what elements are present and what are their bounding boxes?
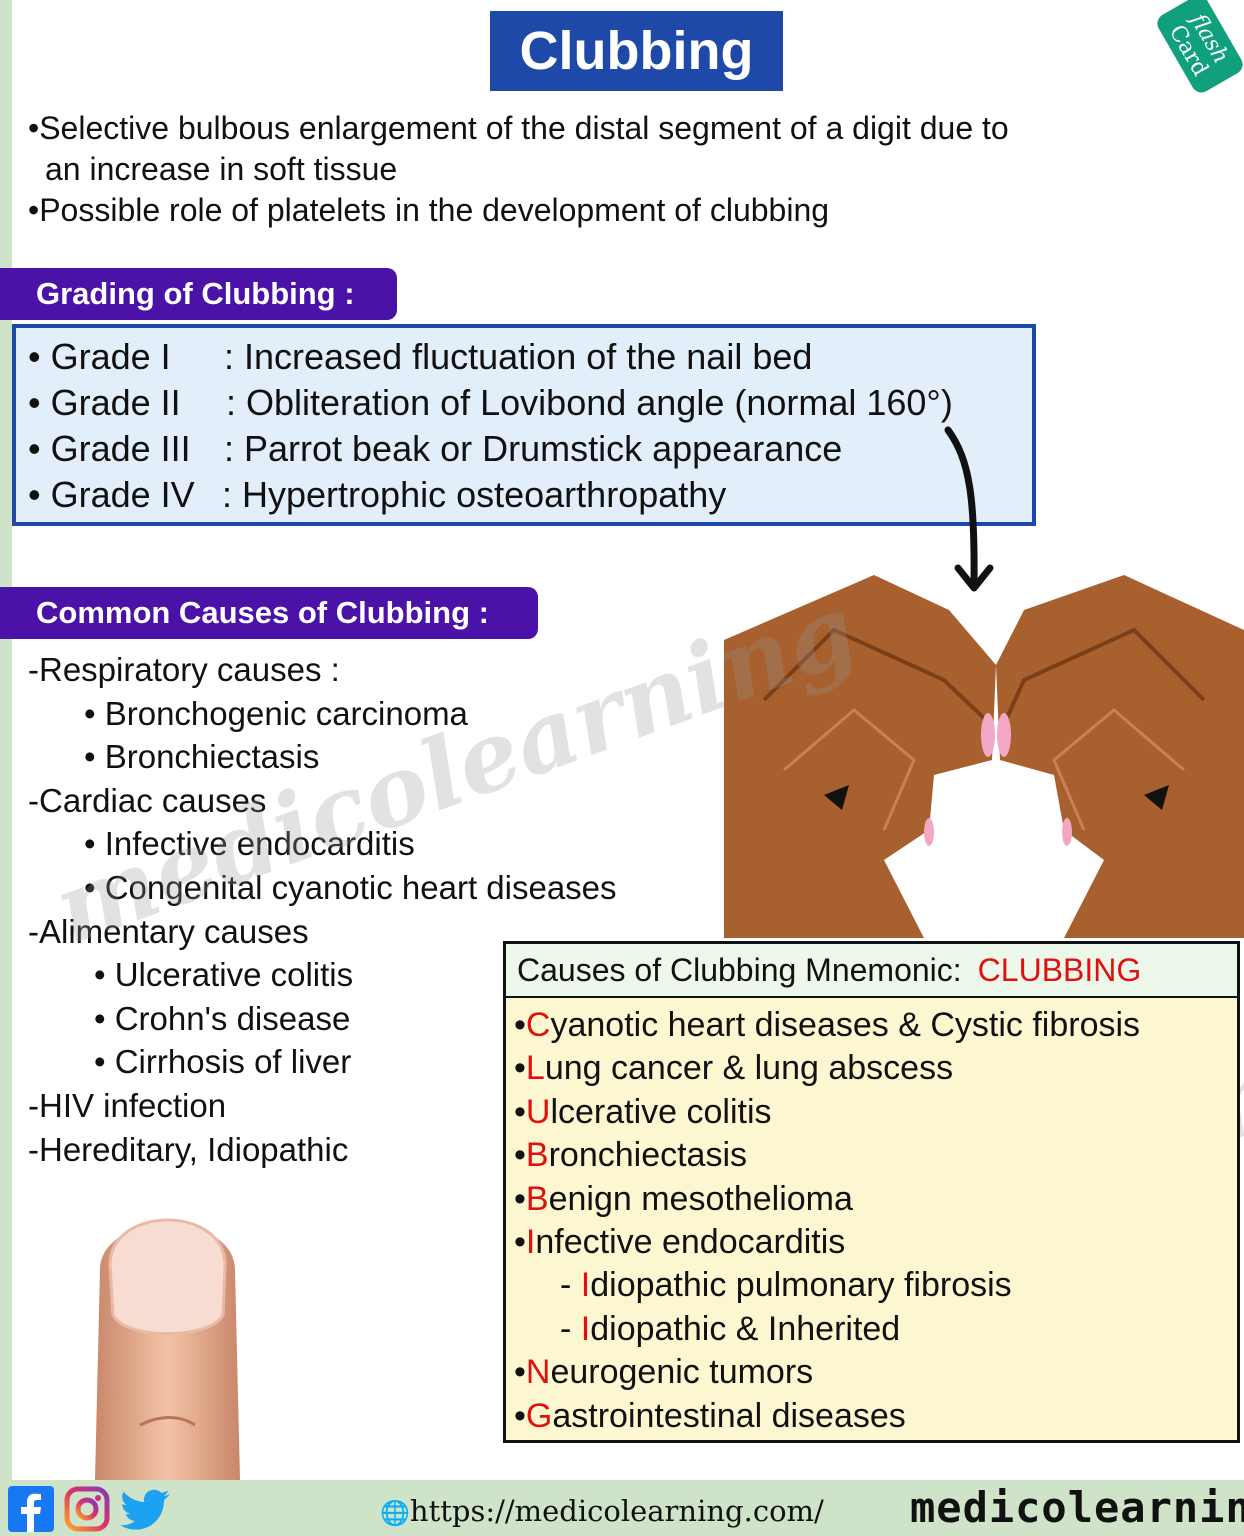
- grade-desc: : Increased fluctuation of the nail bed: [224, 336, 813, 377]
- website-link[interactable]: 🌐https://medicolearning.com/: [380, 1494, 824, 1528]
- page-title: Clubbing: [490, 11, 783, 91]
- cause-item: • Infective endocarditis: [84, 825, 415, 863]
- cause-category-cardiac: -Cardiac causes: [28, 781, 267, 819]
- mnemonic-item: •Bronchiectasis: [514, 1136, 748, 1175]
- causes-heading: Common Causes of Clubbing :: [0, 587, 538, 639]
- website-url-text: https://medicolearning.com/: [409, 1494, 824, 1528]
- cause-category-respiratory: -Respiratory causes :: [28, 651, 340, 688]
- cause-item: • Ulcerative colitis: [94, 956, 354, 994]
- grading-heading-text: Grading of Clubbing :: [36, 276, 355, 311]
- mnemonic-subitem: - Idiopathic pulmonary fibrosis: [560, 1266, 1012, 1305]
- facebook-icon[interactable]: [8, 1486, 54, 1532]
- mnemonic-heading: Causes of Clubbing Mnemonic: CLUBBING: [506, 944, 1237, 998]
- grade-row-1: • Grade I : Increased fluctuation of the …: [28, 336, 812, 378]
- twitter-icon[interactable]: [120, 1486, 172, 1532]
- intro-line-3: •Possible role of platelets in the devel…: [28, 192, 830, 228]
- cause-item: • Bronchiectasis: [84, 738, 320, 776]
- cause-category-alimentary: -Alimentary causes: [28, 912, 309, 950]
- causes-heading-text: Common Causes of Clubbing :: [36, 595, 489, 630]
- mnemonic-list: •Cyanotic heart diseases & Cystic fibros…: [506, 998, 1237, 1438]
- mnemonic-word: CLUBBING: [977, 951, 1142, 988]
- grade-desc: : Obliteration of Lovibond angle (normal…: [226, 382, 953, 423]
- grading-box: • Grade I : Increased fluctuation of the …: [12, 324, 1036, 526]
- grade-row-4: • Grade IV : Hypertrophic osteoarthropath…: [28, 474, 726, 516]
- cause-item: • Crohn's disease: [94, 999, 351, 1037]
- brand-logo: medicolearning: [910, 1483, 1244, 1532]
- causes-list: -Respiratory causes : • Bronchogenic car…: [28, 648, 617, 1171]
- cause-item: • Congenital cyanotic heart diseases: [84, 868, 617, 906]
- arrow-down-icon: [944, 426, 994, 592]
- mnemonic-subitem: - Idiopathic & Inherited: [560, 1309, 901, 1348]
- grade-label: • Grade IV: [28, 474, 195, 515]
- grade-desc: : Parrot beak or Drumstick appearance: [224, 428, 843, 469]
- globe-icon: 🌐: [380, 1499, 410, 1527]
- brand-text: medicolearning: [910, 1483, 1244, 1532]
- grade-row-3: • Grade III : Parrot beak or Drumstick ap…: [28, 428, 842, 470]
- intro-line-1: •Selective bulbous enlargement of the di…: [28, 110, 1009, 146]
- intro-line-2: an increase in soft tissue: [45, 151, 398, 187]
- grade-label: • Grade I: [28, 336, 171, 377]
- grade-label: • Grade II: [28, 382, 181, 423]
- mnemonic-item: •Neurogenic tumors: [514, 1353, 814, 1392]
- cause-item: • Cirrhosis of liver: [94, 1043, 352, 1081]
- mnemonic-heading-text: Causes of Clubbing Mnemonic:: [517, 951, 962, 988]
- mnemonic-item: •Infective endocarditis: [514, 1223, 846, 1262]
- mnemonic-item: •Benign mesothelioma: [514, 1179, 853, 1218]
- cause-item: • Bronchogenic carcinoma: [84, 694, 468, 732]
- footer-bar: [0, 1480, 1244, 1536]
- intro-text: •Selective bulbous enlargement of the di…: [28, 108, 1138, 231]
- flash-card-badge: flash Card: [1157, 0, 1243, 93]
- clubbed-finger-illustration: [95, 1218, 240, 1480]
- grade-desc: : Hypertrophic osteoarthropathy: [222, 474, 727, 515]
- clubbed-fingers-illustration: [724, 575, 1244, 938]
- cause-category-hereditary: -Hereditary, Idiopathic: [28, 1130, 349, 1168]
- cause-category-hiv: -HIV infection: [28, 1086, 227, 1124]
- instagram-icon[interactable]: [64, 1486, 110, 1532]
- grade-label: • Grade III: [28, 428, 191, 469]
- mnemonic-item: •Gastrointestinal diseases: [514, 1396, 906, 1435]
- page-title-text: Clubbing: [519, 21, 754, 81]
- mnemonic-item: •Ulcerative colitis: [514, 1092, 772, 1131]
- left-accent-bar: [0, 0, 12, 1480]
- grade-row-2: • Grade II : Obliteration of Lovibond ang…: [28, 382, 953, 424]
- grading-heading: Grading of Clubbing :: [0, 268, 397, 320]
- mnemonic-item: •Cyanotic heart diseases & Cystic fibros…: [514, 1006, 1141, 1044]
- mnemonic-item: •Lung cancer & lung abscess: [514, 1049, 954, 1088]
- mnemonic-box: Causes of Clubbing Mnemonic: CLUBBING •Cy…: [503, 941, 1240, 1443]
